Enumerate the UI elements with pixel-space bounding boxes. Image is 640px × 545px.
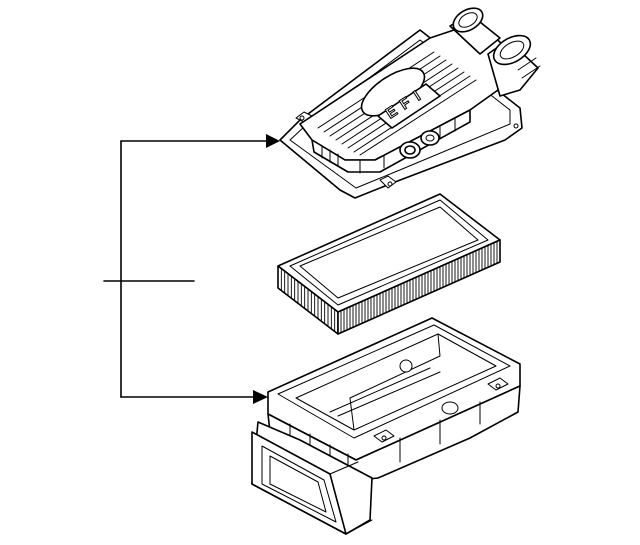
air-cleaner-cover: E F I (279, 7, 541, 199)
outlet-tube-rear (449, 7, 501, 55)
housing-side-port (441, 401, 459, 415)
callout-bracket (103, 134, 280, 404)
intake-duct (251, 421, 373, 535)
filter-pleats (340, 241, 498, 333)
housing-inner-tray (295, 333, 497, 431)
filter-pleats-left (280, 268, 336, 332)
air-filter-element (277, 193, 501, 335)
sensor-port (399, 130, 440, 159)
efi-plate (377, 83, 441, 129)
cover-side-wall (311, 109, 471, 173)
air-cleaner-housing (251, 317, 521, 535)
outlet-tube-front (487, 34, 541, 97)
housing-drain-hole (399, 359, 413, 373)
upper-arrowhead (266, 134, 280, 148)
lower-arrowhead (253, 390, 268, 404)
